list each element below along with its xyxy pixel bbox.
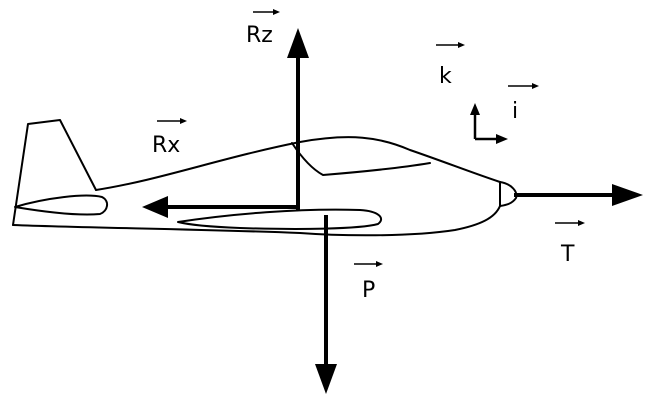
- thrust-force-arrow: [514, 184, 643, 206]
- airplane-outline: [12, 119, 518, 237]
- nose: [499, 181, 518, 207]
- label-i: i: [508, 83, 539, 124]
- label-rx: Rx: [152, 118, 187, 158]
- horizontal-stabilizer: [14, 194, 108, 216]
- thrust-label: T: [560, 242, 575, 267]
- label-k: k: [436, 42, 465, 89]
- fuselage-top: [95, 136, 501, 191]
- lift-force-arrow: [287, 28, 309, 210]
- label-t: T: [555, 220, 585, 267]
- drag-force-arrow: [142, 196, 298, 218]
- weight-force-arrow: [315, 215, 337, 394]
- unit-axes: [470, 103, 508, 144]
- label-rz: Rz: [246, 9, 280, 48]
- fuselage-bottom: [12, 205, 501, 237]
- k-axis-label: k: [439, 64, 452, 89]
- canopy: [291, 142, 431, 176]
- label-p: P: [354, 261, 383, 303]
- tail-fin: [12, 119, 97, 226]
- i-axis-label: i: [512, 99, 518, 124]
- weight-label: P: [362, 278, 375, 303]
- lift-label: Rz: [246, 23, 273, 48]
- drag-label: Rx: [152, 133, 180, 158]
- wing: [177, 208, 383, 230]
